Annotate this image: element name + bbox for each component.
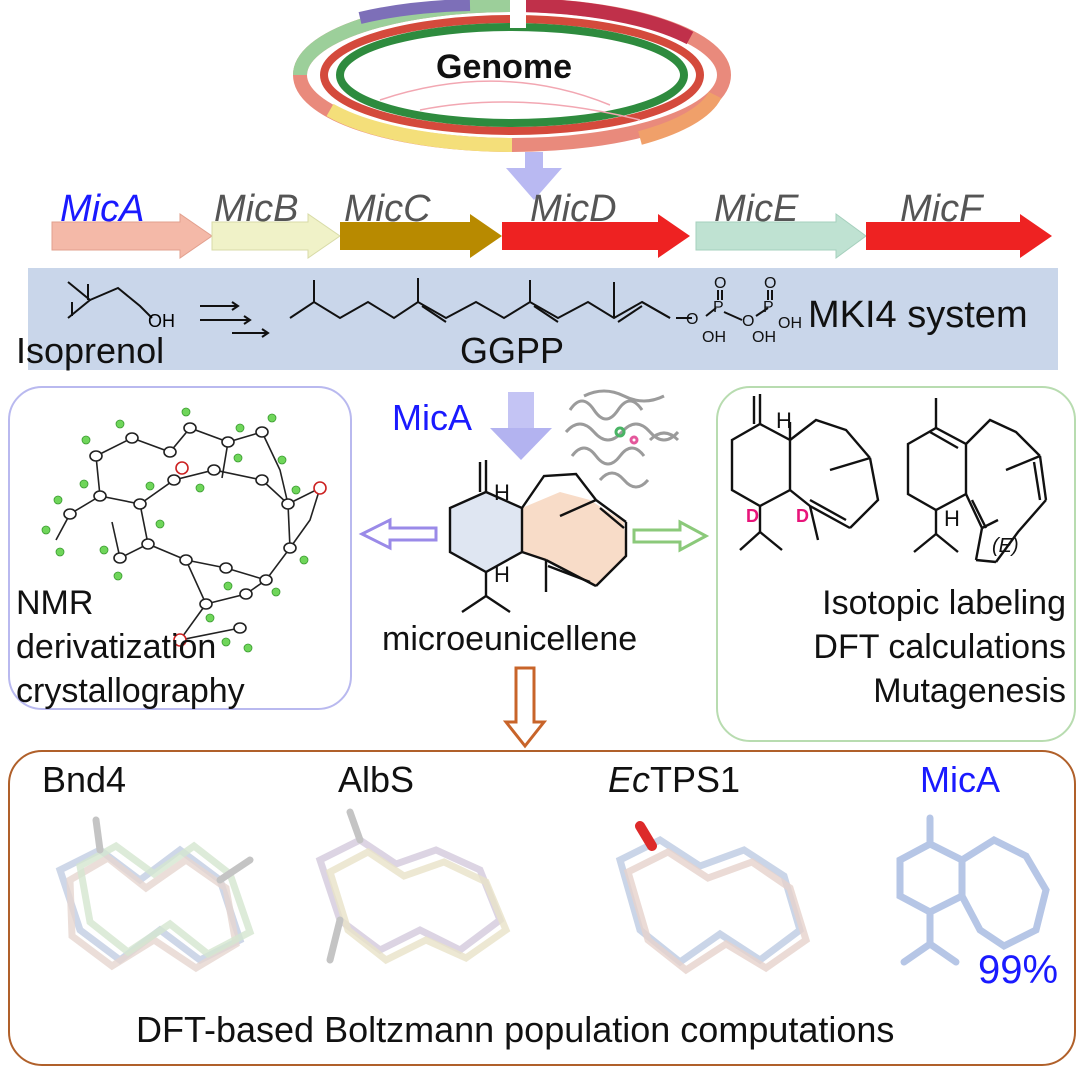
gene-cluster [51, 213, 1052, 259]
population-percentage: 99% [978, 948, 1059, 992]
protein-structure-image [564, 389, 680, 489]
mica-enzyme-label: MicA [392, 397, 472, 438]
microeunicellene-structure: H H [448, 460, 628, 613]
enzyme-label-bnd4: Bnd4 [42, 759, 127, 800]
e-isomer-h: H [944, 506, 960, 531]
mki4-band [28, 268, 1058, 370]
isoprenol-oh: OH [148, 311, 175, 331]
mica-reaction-arrow [490, 392, 552, 460]
conformer-albs [315, 808, 511, 965]
boltzmann-panel [8, 750, 1076, 1066]
deut-h: H [776, 408, 792, 433]
right-method-isotopic: Isotopic labeling [822, 584, 1066, 622]
genome-label: Genome [436, 48, 573, 86]
down-hollow-arrow [502, 666, 548, 749]
enzyme-label-albs: AlbS [338, 759, 415, 800]
ggpp-o-3: O [742, 313, 754, 330]
conformer-mica [896, 814, 1050, 966]
enzyme-prefix-ec: Ec [608, 759, 651, 800]
gene-label-micc: MicC [344, 188, 431, 230]
conformer-bnd4 [55, 816, 255, 973]
genome-to-cluster-arrow [506, 152, 562, 200]
ggpp-label: GGPP [460, 330, 565, 371]
ggpp-oh-1: OH [702, 329, 726, 346]
gene-label-mice: MicE [714, 188, 799, 230]
isoprenol-structure [67, 281, 270, 338]
enzyme-suffix-tps1: TPS1 [650, 759, 741, 800]
mki4-system-label: MKI4 system [808, 294, 1028, 336]
ggpp-structure [289, 278, 773, 323]
gene-label-micf: MicF [900, 188, 983, 230]
structure-elucidation-panel [8, 386, 352, 710]
isoprenol-label: Isoprenol [16, 330, 165, 371]
gene-label-micb: MicB [214, 188, 299, 230]
microeunicellene-label: microeunicellene [382, 620, 638, 658]
gene-label-mica: MicA [60, 188, 145, 230]
conformer-ectps1 [615, 821, 811, 975]
right-method-mutagenesis: Mutagenesis [873, 672, 1066, 710]
ggpp-p-2: P [763, 299, 774, 316]
boltzmann-caption: DFT-based Boltzmann population computati… [136, 1009, 895, 1050]
ggpp-p-1: P [713, 299, 724, 316]
ggpp-oh-3: OH [778, 315, 802, 332]
mechanism-panel [716, 386, 1076, 742]
deuterium-labeled-structure [730, 394, 880, 551]
deut-d-2: D [796, 506, 809, 526]
genome-circle [293, 0, 731, 152]
left-method-crystallography: crystallography [16, 672, 245, 710]
right-method-dft: DFT calculations [813, 628, 1066, 666]
ggpp-oh-2: OH [752, 329, 776, 346]
enzyme-label-ectps1: EcTPS1 [608, 762, 740, 798]
e-isomer-structure [906, 398, 1048, 564]
ggpp-o-1: O [686, 311, 698, 328]
e-isomer-label: (E) [992, 535, 1019, 557]
gene-label-micd: MicD [530, 188, 617, 230]
micro-h-top: H [494, 480, 510, 505]
ggpp-o-2: O [714, 275, 726, 292]
left-method-derivatization: derivatization [16, 628, 217, 666]
micro-h-bottom: H [494, 562, 510, 587]
crystal-structure-image [41, 407, 327, 653]
ggpp-o-4: O [764, 275, 776, 292]
left-method-nmr: NMR [16, 584, 94, 622]
deut-d-1: D [746, 506, 759, 526]
enzyme-label-mica: MicA [920, 759, 1000, 800]
right-hollow-arrow [632, 519, 710, 553]
left-hollow-arrow [358, 517, 438, 551]
